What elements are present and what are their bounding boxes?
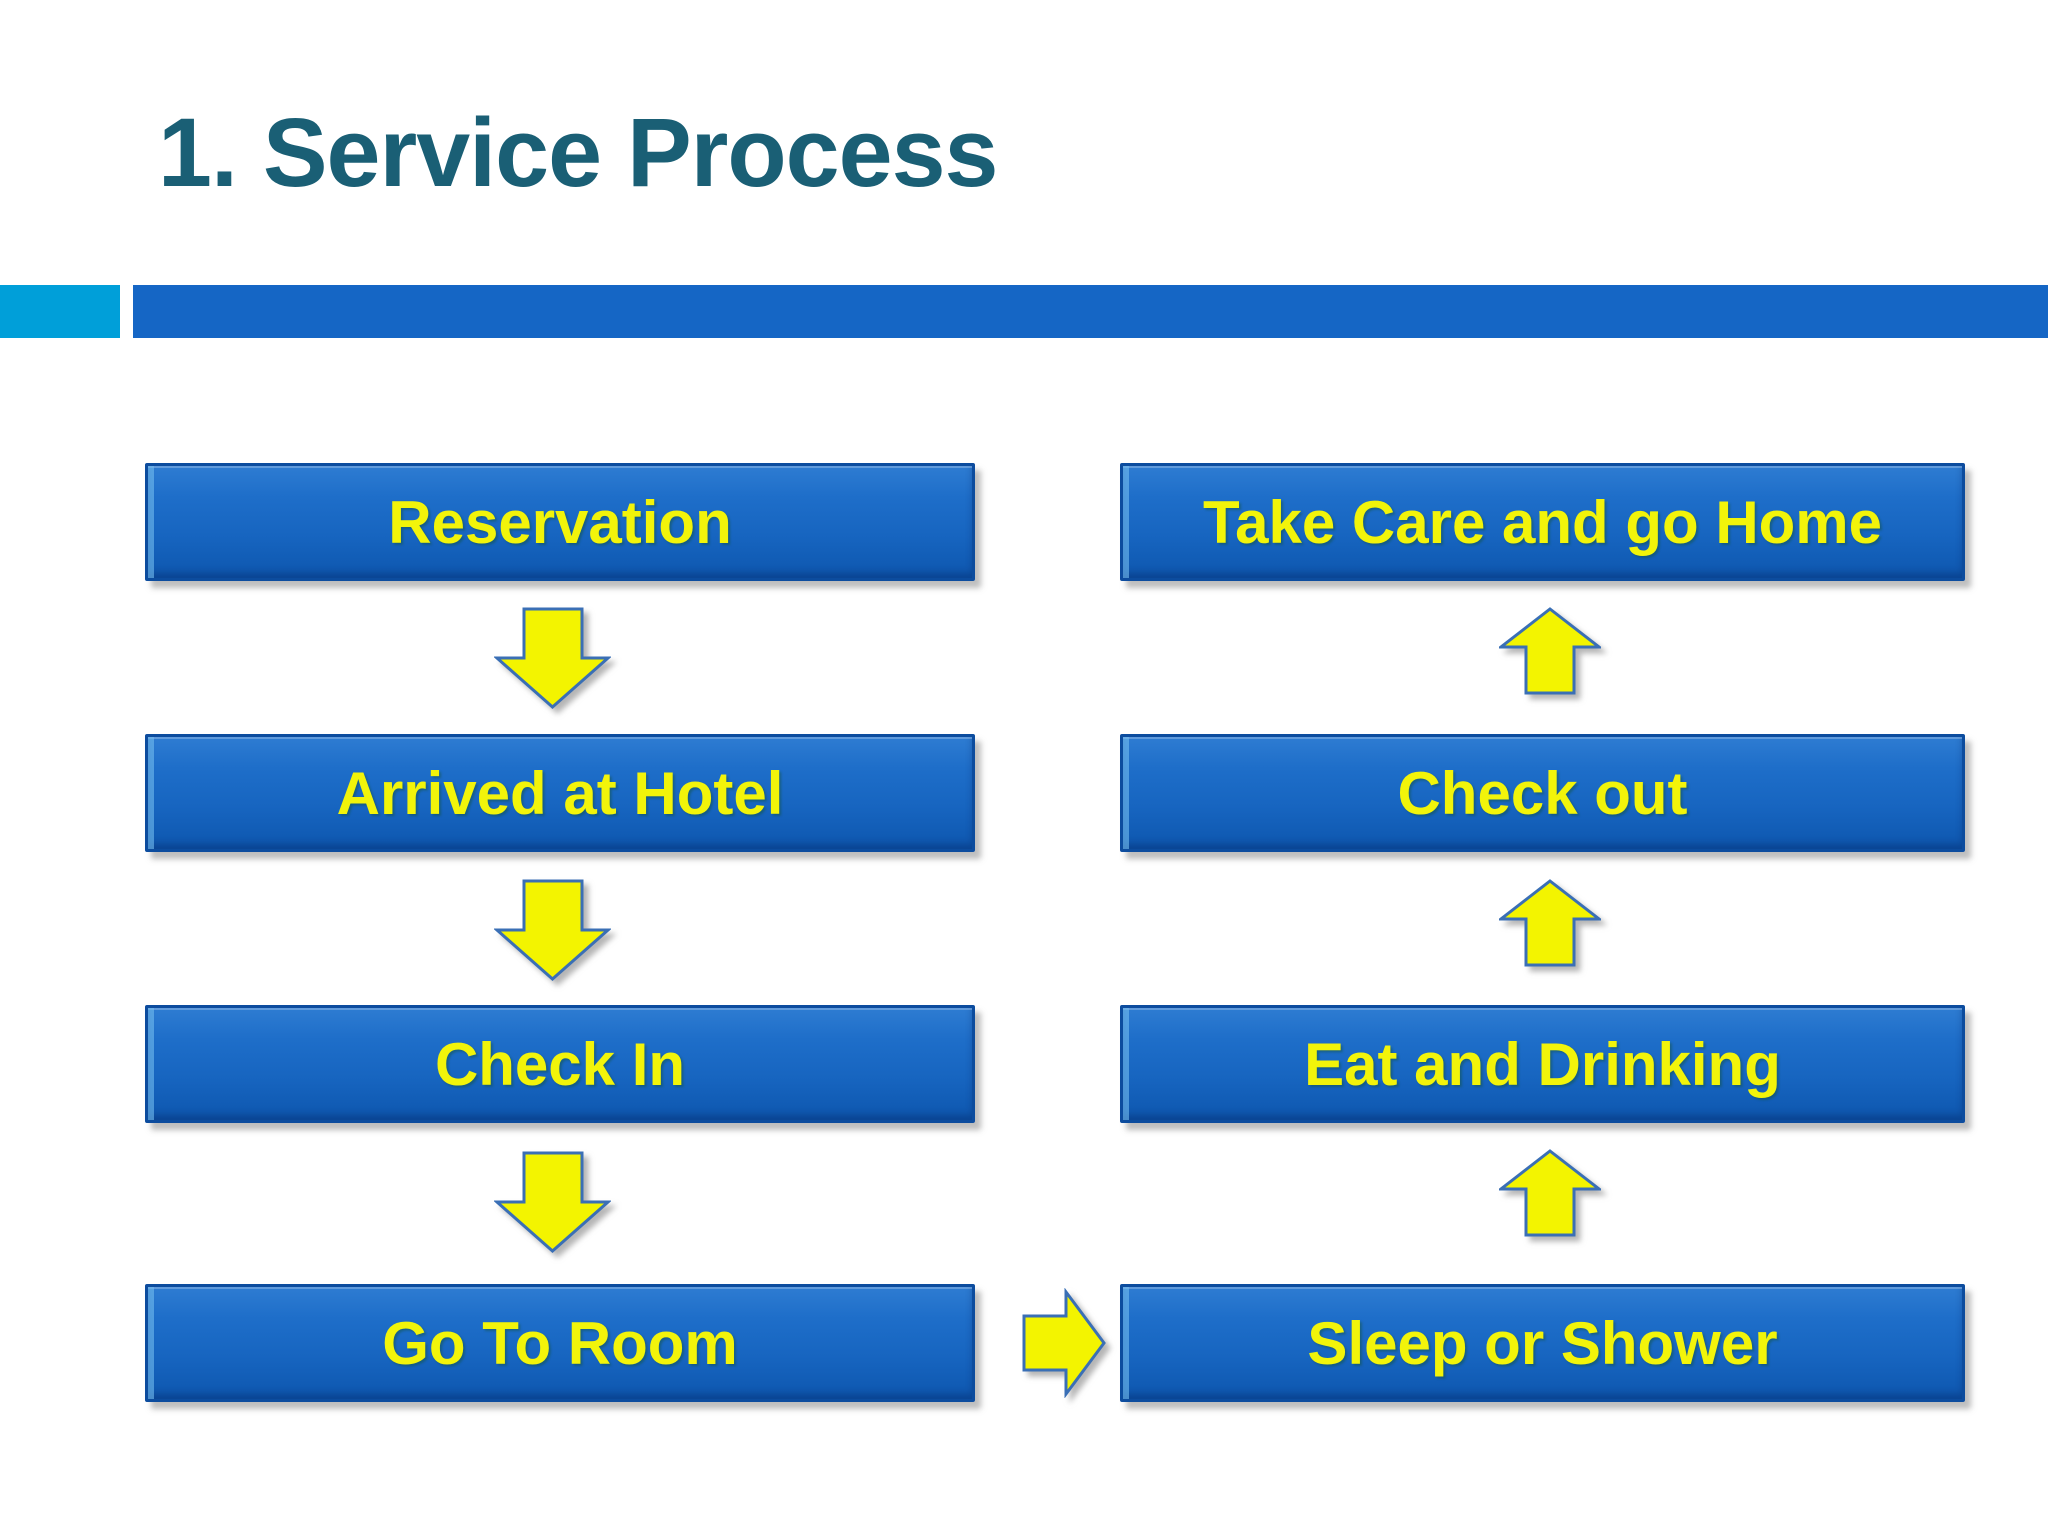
up-arrow-icon: [1499, 879, 1601, 967]
flow-box-label: Arrived at Hotel: [336, 759, 784, 827]
flow-box-label: Sleep or Shower: [1307, 1309, 1778, 1377]
flow-box-arrived-at-hotel: Arrived at Hotel: [145, 734, 975, 852]
flow-box-label: Eat and Drinking: [1304, 1030, 1781, 1098]
flow-box-take-care-go-home: Take Care and go Home: [1120, 463, 1965, 581]
right-arrow-icon: [1022, 1288, 1106, 1398]
accent-bar-cyan: [0, 285, 120, 338]
flow-box-check-in: Check In: [145, 1005, 975, 1123]
flow-box-label: Check In: [434, 1030, 686, 1098]
down-arrow-icon: [494, 879, 611, 981]
accent-bar-blue: [133, 285, 2048, 338]
flow-box-eat-and-drinking: Eat and Drinking: [1120, 1005, 1965, 1123]
flow-box-reservation: Reservation: [145, 463, 975, 581]
flow-box-label: Reservation: [388, 488, 732, 556]
slide-title: 1. Service Process: [158, 98, 998, 207]
flow-box-go-to-room: Go To Room: [145, 1284, 975, 1402]
flow-box-label: Go To Room: [382, 1309, 738, 1377]
down-arrow-icon: [494, 607, 611, 709]
up-arrow-icon: [1499, 1149, 1601, 1237]
up-arrow-icon: [1499, 607, 1601, 695]
flow-box-label: Take Care and go Home: [1202, 488, 1883, 556]
down-arrow-icon: [494, 1151, 611, 1253]
flow-box-label: Check out: [1397, 759, 1688, 827]
flow-box-check-out: Check out: [1120, 734, 1965, 852]
flow-box-sleep-or-shower: Sleep or Shower: [1120, 1284, 1965, 1402]
